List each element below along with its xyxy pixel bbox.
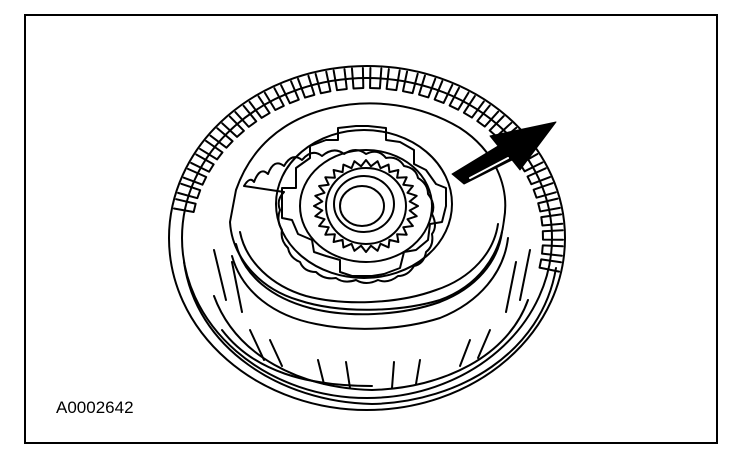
center-spline-teeth: [313, 159, 419, 253]
center-bore: [333, 175, 395, 233]
pointer-arrow: [451, 121, 557, 185]
housing-slot: [541, 229, 564, 241]
housing-slot: [488, 115, 513, 138]
outer-housing-inner-rim: [181, 77, 553, 399]
housing-slot: [418, 74, 437, 99]
hub-inner-ring: [299, 149, 433, 263]
housing-slot: [448, 86, 470, 111]
housing-base-step: [213, 295, 529, 391]
housing-slot: [532, 182, 557, 199]
housing-slot: [182, 167, 208, 186]
housing-slot: [263, 87, 285, 111]
housing-slot: [172, 198, 197, 213]
housing-slot: [540, 213, 564, 227]
center-bore-inner: [339, 185, 385, 227]
housing-slot: [199, 139, 224, 161]
housing-slot: [332, 68, 348, 92]
housing-slot: [541, 244, 564, 257]
housing-slot: [350, 67, 365, 90]
pointer-arrow-outline: [469, 157, 509, 179]
housing-slot: [234, 104, 258, 128]
housing-windows: [213, 249, 531, 389]
housing-slot: [280, 80, 300, 105]
housing-slot: [537, 197, 561, 213]
center-bore-outer: [325, 167, 407, 245]
outer-housing-rim: [168, 65, 566, 411]
outer-spline-slots: [172, 67, 564, 273]
spline-teeth-ring: [313, 159, 419, 253]
clutch-plate-lower-rim: [231, 237, 509, 330]
housing-slot: [297, 74, 316, 99]
housing-slot: [538, 258, 562, 273]
housing-slot: [190, 153, 215, 173]
clutch-plate-wave-1: [243, 149, 436, 284]
housing-slot: [314, 70, 332, 95]
housing-slot: [369, 67, 383, 90]
housing-lower-body: [183, 261, 557, 405]
housing-slot: [177, 182, 202, 200]
figure-frame: [24, 14, 718, 444]
housing-slot: [385, 68, 401, 92]
clutch-plate-wave-2: [239, 223, 499, 304]
housing-slot: [209, 127, 234, 149]
hub-square-teeth: [281, 125, 447, 277]
housing-slot: [433, 80, 454, 104]
housing-slot: [476, 104, 500, 128]
housing-slot: [248, 95, 271, 119]
clutch-plate-outer: [229, 102, 507, 311]
housing-slot: [221, 115, 245, 138]
housing-slot: [526, 167, 551, 186]
housing-slot: [462, 95, 485, 119]
figure-id-label: A0002642: [56, 398, 134, 417]
hub-outer-ring: [275, 129, 453, 279]
housing-slot: [401, 70, 419, 95]
clutch-plate-wave-3: [235, 231, 503, 316]
